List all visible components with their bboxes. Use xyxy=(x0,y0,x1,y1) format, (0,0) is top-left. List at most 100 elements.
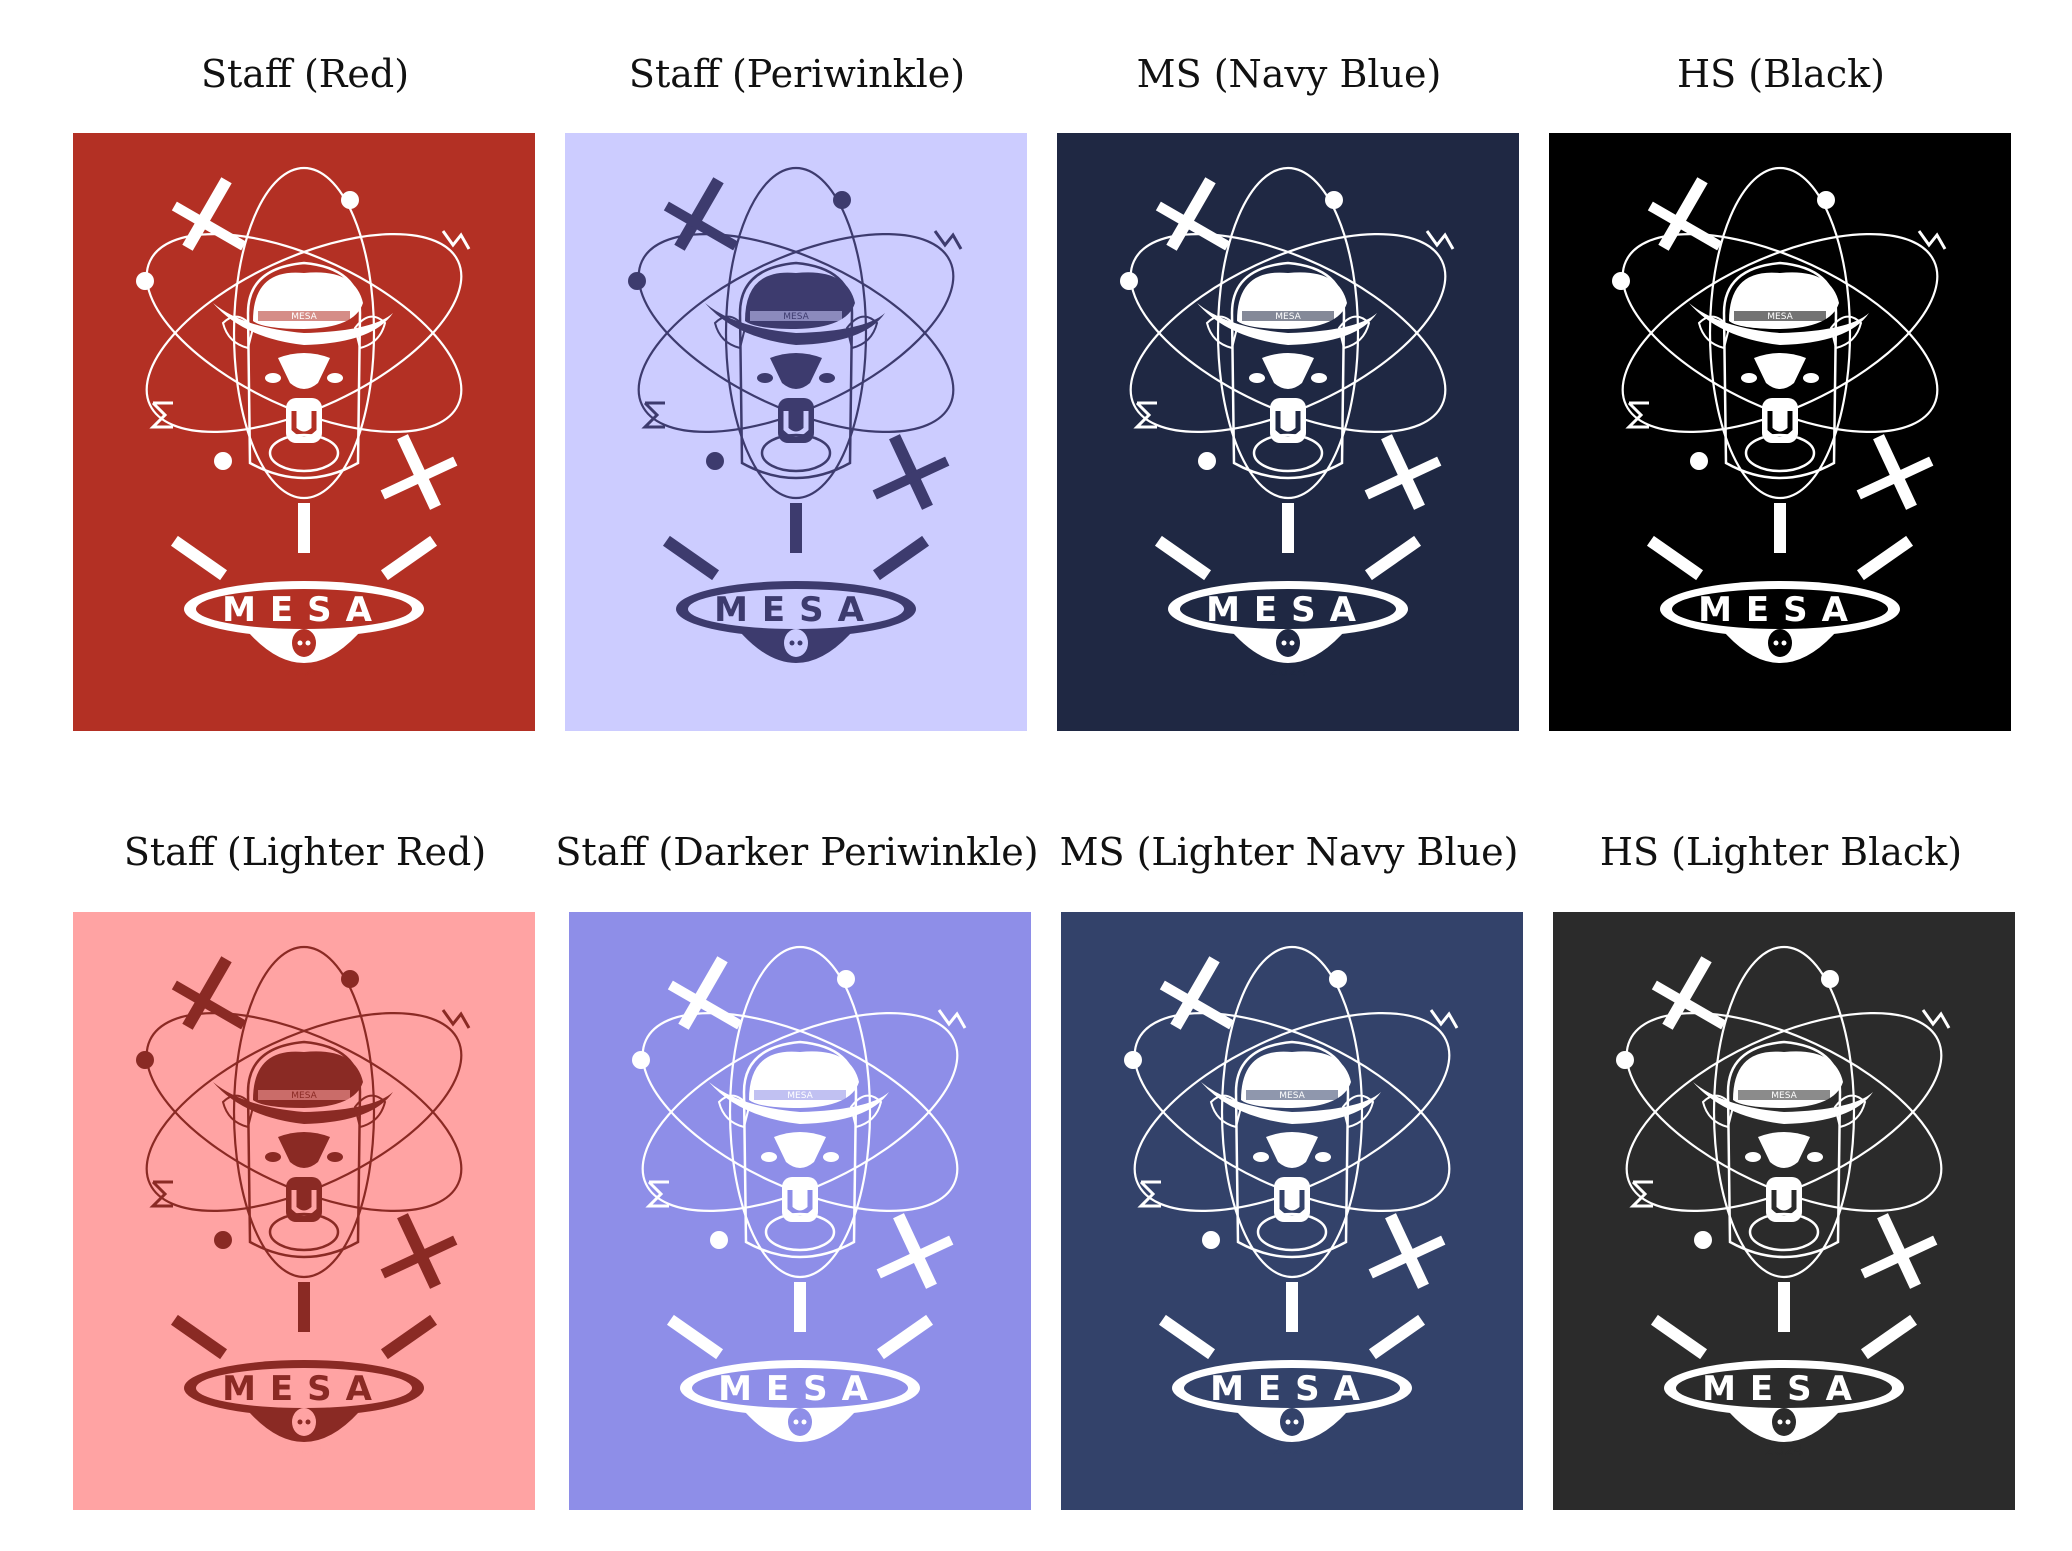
badge-year-text: 2024 xyxy=(1269,662,1307,680)
cowboy-hat-icon: MESA xyxy=(1689,272,1869,345)
atom-orbits-icon xyxy=(1621,166,1939,500)
badge-year-text: 2024 xyxy=(1273,1441,1311,1459)
swatch-label: MS (Lighter Navy Blue) xyxy=(1059,830,1519,874)
cowboy-hat-icon: MESA xyxy=(705,272,885,345)
shirt-swatch-staff-periwinkle: MESA MESA 2024 xyxy=(565,133,1027,731)
flower-icon xyxy=(136,970,359,1249)
badge-year-text: 2024 xyxy=(777,662,815,680)
burst-icon xyxy=(170,1282,438,1360)
atom-orbits-icon xyxy=(145,945,463,1279)
shirt-swatch-staff-red: MESA MESA 2024 xyxy=(73,133,535,731)
badge-year-text: 2024 xyxy=(1761,662,1799,680)
glyph-icon xyxy=(641,230,963,429)
badge-year-text: 2024 xyxy=(285,1441,323,1459)
shirt-swatch-hs-lighter-black: MESA MESA 2024 xyxy=(1553,912,2015,1510)
cowboy-hat-icon: MESA xyxy=(1197,272,1377,345)
cow-head-icon xyxy=(221,261,387,480)
flower-icon xyxy=(136,191,359,470)
swatch-label: Staff (Periwinkle) xyxy=(628,52,966,96)
swatch-label: HS (Black) xyxy=(1677,52,1885,96)
atom-orbits-icon xyxy=(1133,945,1451,1279)
atom-orbits-icon xyxy=(1129,166,1447,500)
glyph-icon xyxy=(1629,1009,1951,1208)
burst-icon xyxy=(1158,1282,1426,1360)
glyph-icon xyxy=(149,1009,471,1208)
sparkle-icon xyxy=(667,956,954,1289)
burst-icon xyxy=(662,503,930,581)
shirt-swatch-hs-black: MESA MESA 2024 xyxy=(1549,133,2011,731)
hat-band-text: MESA xyxy=(787,1091,813,1101)
badge-year-text: 2024 xyxy=(285,662,323,680)
atom-orbits-icon xyxy=(145,166,463,500)
badge-mesa-text: MESA xyxy=(1698,590,1862,630)
cowboy-hat-icon: MESA xyxy=(213,272,393,345)
atom-orbits-icon xyxy=(637,166,955,500)
badge-mesa-text: MESA xyxy=(222,590,386,630)
glyph-icon xyxy=(645,1009,967,1208)
sparkle-icon xyxy=(1159,956,1446,1289)
badge-year-text: 2024 xyxy=(781,1441,819,1459)
swatch-label: HS (Lighter Black) xyxy=(1599,830,1963,874)
mesa-badge-icon: MESA 2024 xyxy=(1168,581,1408,680)
badge-mesa-text: MESA xyxy=(718,1369,882,1409)
flower-icon xyxy=(1120,191,1343,470)
badge-mesa-text: MESA xyxy=(1206,590,1370,630)
shirt-swatch-staff-darker-periwinkle: MESA MESA 2024 xyxy=(569,912,1031,1510)
glyph-icon xyxy=(149,230,471,429)
sparkle-icon xyxy=(1647,177,1934,510)
mesa-badge-icon: MESA 2024 xyxy=(680,1360,920,1459)
hat-band-text: MESA xyxy=(1275,312,1301,322)
badge-year-text: 2024 xyxy=(1765,1441,1803,1459)
swatch-label: Staff (Red) xyxy=(200,52,410,96)
badge-mesa-text: MESA xyxy=(1702,1369,1866,1409)
sparkle-icon xyxy=(171,177,458,510)
burst-icon xyxy=(1646,503,1914,581)
burst-icon xyxy=(1650,1282,1918,1360)
cow-head-icon xyxy=(221,1040,387,1259)
mesa-badge-icon: MESA 2024 xyxy=(184,1360,424,1459)
swatch-label: Staff (Darker Periwinkle) xyxy=(555,830,1039,874)
shirt-swatch-ms-navy-blue: MESA MESA 2024 xyxy=(1057,133,1519,731)
cow-head-icon xyxy=(713,261,879,480)
cowboy-hat-icon: MESA xyxy=(1201,1051,1381,1124)
mesa-badge-icon: MESA 2024 xyxy=(1172,1360,1412,1459)
hat-band-text: MESA xyxy=(1767,312,1793,322)
mesa-badge-icon: MESA 2024 xyxy=(1660,581,1900,680)
cow-head-icon xyxy=(1209,1040,1375,1259)
glyph-icon xyxy=(1137,1009,1459,1208)
hat-band-text: MESA xyxy=(1279,1091,1305,1101)
flower-icon xyxy=(1124,970,1347,1249)
cowboy-hat-icon: MESA xyxy=(709,1051,889,1124)
atom-orbits-icon xyxy=(641,945,959,1279)
flower-icon xyxy=(632,970,855,1249)
cowboy-hat-icon: MESA xyxy=(1693,1051,1873,1124)
sparkle-icon xyxy=(663,177,950,510)
burst-icon xyxy=(170,503,438,581)
burst-icon xyxy=(1154,503,1422,581)
badge-mesa-text: MESA xyxy=(222,1369,386,1409)
cowboy-hat-icon: MESA xyxy=(213,1051,393,1124)
sparkle-icon xyxy=(1651,956,1938,1289)
hat-band-text: MESA xyxy=(291,1091,317,1101)
flower-icon xyxy=(628,191,851,470)
mesa-badge-icon: MESA 2024 xyxy=(676,581,916,680)
flower-icon xyxy=(1612,191,1835,470)
hat-band-text: MESA xyxy=(1771,1091,1797,1101)
mesa-badge-icon: MESA 2024 xyxy=(184,581,424,680)
badge-mesa-text: MESA xyxy=(714,590,878,630)
sparkle-icon xyxy=(171,956,458,1289)
hat-band-text: MESA xyxy=(783,312,809,322)
glyph-icon xyxy=(1133,230,1455,429)
badge-mesa-text: MESA xyxy=(1210,1369,1374,1409)
shirt-swatch-ms-lighter-navy-blue: MESA MESA 2024 xyxy=(1061,912,1523,1510)
swatch-label: MS (Navy Blue) xyxy=(1136,52,1442,96)
hat-band-text: MESA xyxy=(291,312,317,322)
atom-orbits-icon xyxy=(1625,945,1943,1279)
mesa-badge-icon: MESA 2024 xyxy=(1664,1360,1904,1459)
glyph-icon xyxy=(1625,230,1947,429)
sparkle-icon xyxy=(1155,177,1442,510)
swatch-label: Staff (Lighter Red) xyxy=(123,830,487,874)
cow-head-icon xyxy=(717,1040,883,1259)
burst-icon xyxy=(666,1282,934,1360)
flower-icon xyxy=(1616,970,1839,1249)
